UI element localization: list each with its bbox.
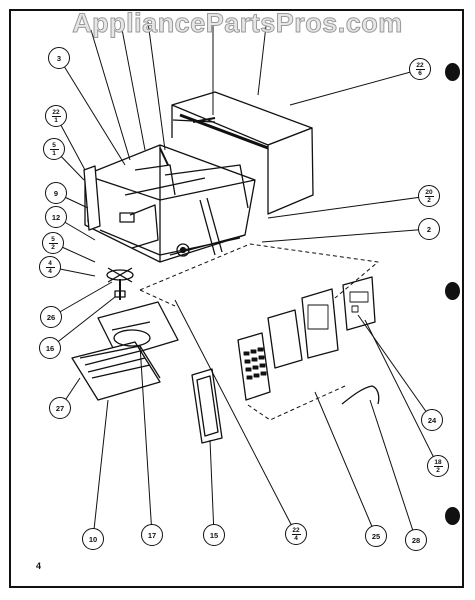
callout-16: 16 — [39, 337, 61, 359]
leader-lines — [49, 21, 439, 541]
outer-cabinet — [171, 91, 314, 215]
door-panel — [191, 368, 223, 444]
callout-24: 24 — [421, 409, 443, 431]
callout-12: 12 — [45, 206, 67, 228]
callout-3: 3 — [48, 47, 70, 69]
base-tray — [71, 301, 179, 401]
punch-hole-bottom — [445, 507, 460, 525]
callout-25: 25 — [365, 525, 387, 547]
control-panel-assembly — [237, 276, 376, 401]
wire-harness — [341, 385, 380, 405]
callout-28: 28 — [405, 529, 427, 551]
callout-2: 2 — [418, 218, 440, 240]
diagram-frame — [9, 9, 464, 588]
callout-17: 17 — [141, 524, 163, 546]
punch-hole-middle — [445, 282, 460, 300]
callout-27: 27 — [49, 397, 71, 419]
turntable-motor-assembly — [106, 267, 134, 300]
callout-9: 9 — [45, 182, 67, 204]
assembly-outlines — [139, 243, 379, 421]
door-seal-strip — [83, 165, 101, 231]
punch-hole-top — [445, 63, 460, 81]
watermark-logo: AppliancePartsPros.com — [72, 8, 403, 39]
page-number: 4 — [36, 561, 42, 571]
callout-10: 10 — [82, 528, 104, 550]
callout-26: 26 — [40, 306, 62, 328]
oven-chassis — [84, 144, 256, 263]
callout-15: 15 — [203, 524, 225, 546]
